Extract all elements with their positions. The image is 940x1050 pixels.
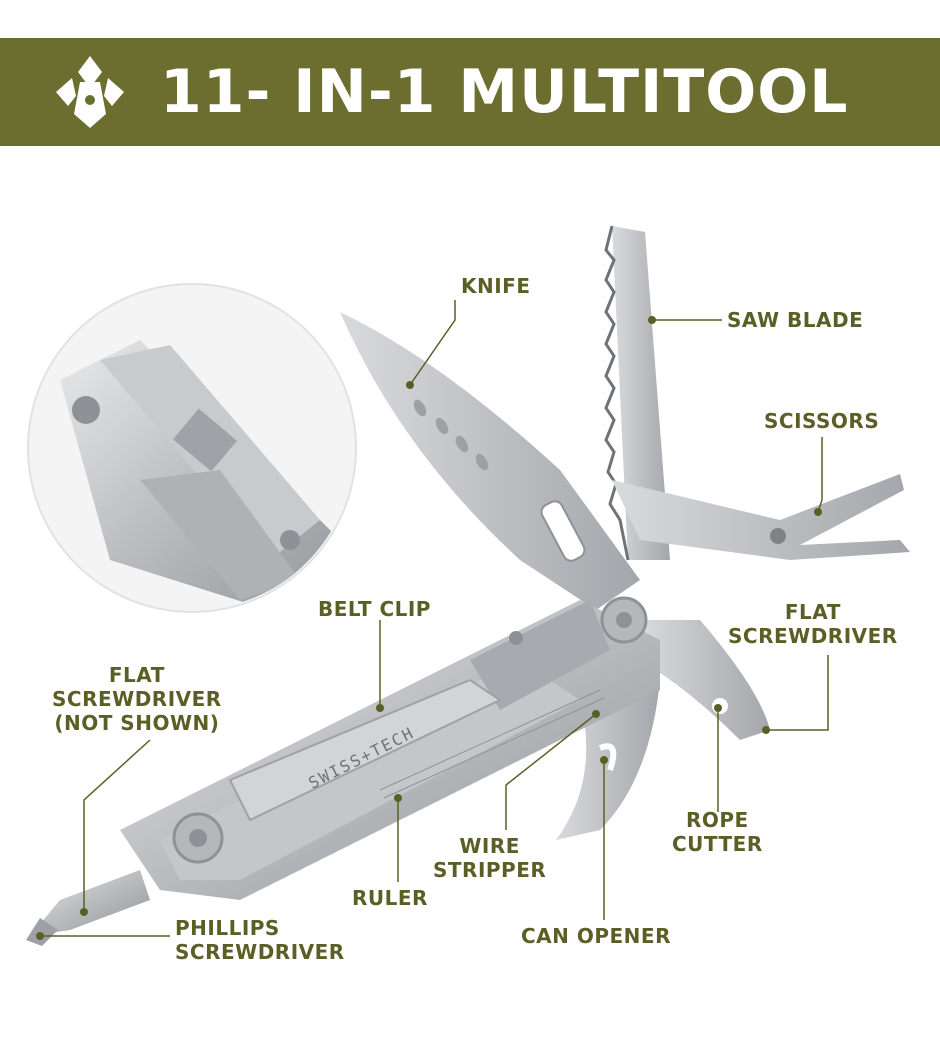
label-flat-screwdriver-left-line1: FLAT <box>108 663 165 687</box>
label-wire-stripper: WIRE STRIPPER <box>433 834 546 882</box>
label-flat-screwdriver-left-line2: SCREWDRIVER <box>52 687 222 711</box>
label-flat-screwdriver-right-line1: FLAT <box>784 600 841 624</box>
label-wire-stripper-line1: WIRE <box>459 834 520 858</box>
label-flat-screwdriver-right-line2: SCREWDRIVER <box>728 624 898 648</box>
label-rope-cutter-line2: CUTTER <box>672 832 763 856</box>
label-flat-screwdriver-left: FLAT SCREWDRIVER (NOT SHOWN) <box>52 663 222 735</box>
label-can-opener: CAN OPENER <box>521 924 671 948</box>
callout-dots <box>36 316 822 940</box>
label-phillips-screwdriver-line2: SCREWDRIVER <box>175 940 345 964</box>
tool-handle <box>120 596 660 900</box>
scissors <box>612 474 910 560</box>
label-flat-screwdriver-left-line3: (NOT SHOWN) <box>54 711 220 735</box>
label-phillips-screwdriver-line1: PHILLIPS <box>175 916 280 940</box>
label-scissors: SCISSORS <box>764 409 880 433</box>
label-flat-screwdriver-right: FLAT SCREWDRIVER <box>728 600 898 648</box>
callout-lines <box>40 300 829 937</box>
knife-blade <box>340 312 640 610</box>
label-knife: KNIFE <box>461 274 531 298</box>
label-belt-clip: BELT CLIP <box>318 597 431 621</box>
phillips-screwdriver-bit <box>26 870 150 946</box>
title-banner: 11- IN-1 MULTITOOL <box>0 38 940 146</box>
label-rope-cutter: ROPE CUTTER <box>672 808 763 856</box>
page-title: 11- IN-1 MULTITOOL <box>160 57 849 127</box>
label-phillips-screwdriver: PHILLIPS SCREWDRIVER <box>175 916 345 964</box>
label-wire-stripper-line2: STRIPPER <box>433 858 547 882</box>
belt-clip-detail-inset <box>27 283 357 613</box>
multitool-badge-icon <box>56 56 124 128</box>
label-rope-cutter-line1: ROPE <box>686 808 749 832</box>
label-ruler: RULER <box>352 886 428 910</box>
label-saw-blade: SAW BLADE <box>727 308 864 332</box>
